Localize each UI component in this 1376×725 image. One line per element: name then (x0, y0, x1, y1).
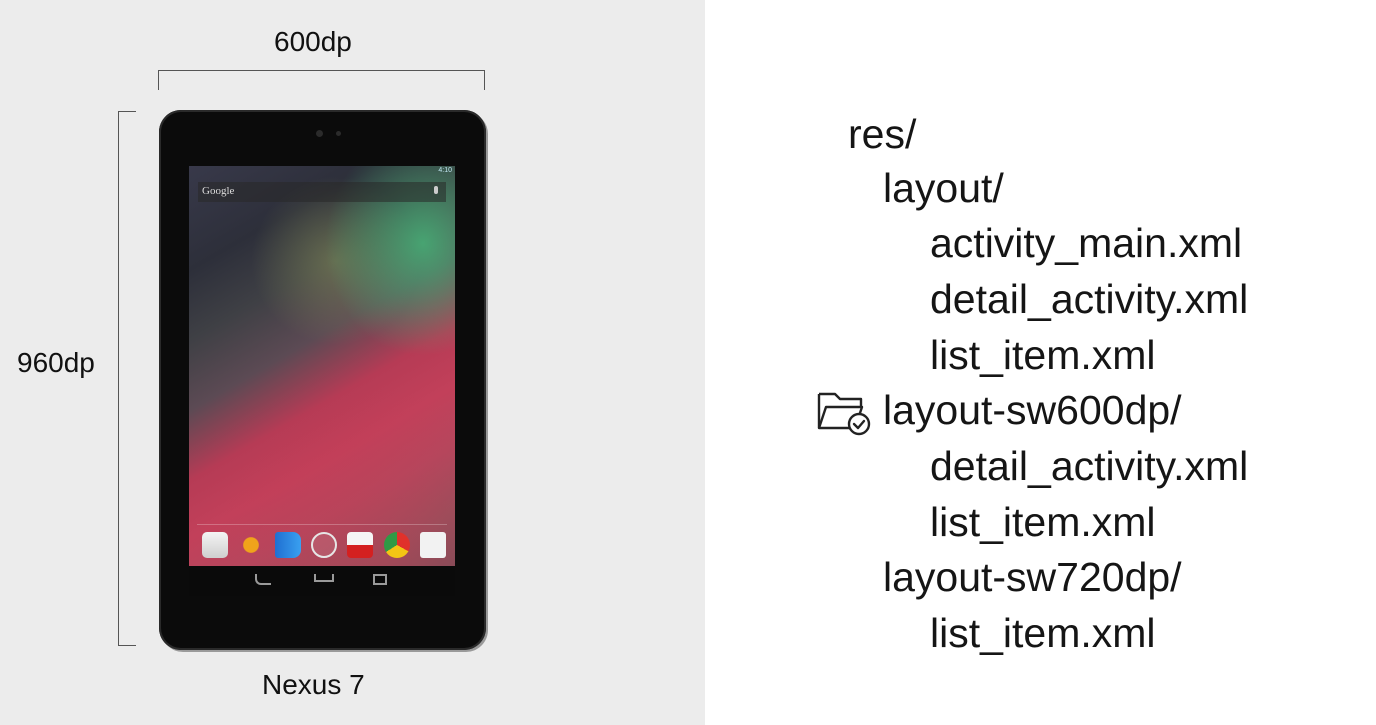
play-books-icon[interactable] (274, 532, 301, 558)
height-label: 960dp (17, 347, 95, 378)
tree-file: detail_activity.xml (930, 276, 1249, 322)
camera-icon (316, 130, 323, 137)
tree-file: list_item.xml (930, 610, 1156, 656)
dock-divider (197, 524, 447, 525)
tree-folder: layout/ (883, 165, 1004, 211)
play-store-icon[interactable] (202, 532, 228, 558)
youtube-icon[interactable] (347, 532, 374, 558)
google-logo: Google (202, 185, 235, 197)
tree-file: list_item.xml (930, 499, 1156, 545)
height-bracket (118, 111, 136, 646)
tree-folder: layout-sw600dp/ (883, 387, 1182, 433)
width-label: 600dp (274, 26, 352, 57)
tablet-screen: 4:10 Google (189, 166, 455, 596)
sensor-icon (336, 131, 341, 136)
status-time: 4:10 (438, 167, 452, 174)
tree-file: detail_activity.xml (930, 443, 1249, 489)
tree-root: res/ (848, 111, 917, 157)
play-music-icon[interactable] (238, 532, 265, 558)
navigation-bar (189, 566, 455, 596)
tree-file: activity_main.xml (930, 220, 1243, 266)
mic-icon[interactable] (434, 186, 438, 194)
status-bar: 4:10 (189, 166, 455, 178)
search-bar[interactable]: Google (198, 182, 446, 202)
back-icon[interactable] (255, 574, 271, 585)
app-drawer-icon[interactable] (310, 532, 337, 558)
device-panel: 600dp 960dp 4:10 Google Nexus 7 (0, 0, 705, 725)
chrome-icon[interactable] (383, 532, 410, 558)
tree-file: list_item.xml (930, 332, 1156, 378)
app-dock (202, 532, 446, 560)
home-icon[interactable] (314, 574, 334, 582)
wallpaper (189, 166, 455, 596)
folder-check-icon (817, 392, 871, 436)
device-name: Nexus 7 (262, 669, 365, 700)
recent-apps-icon[interactable] (373, 574, 387, 585)
width-bracket (158, 70, 485, 90)
tree-panel (705, 0, 1376, 725)
gmail-icon[interactable] (419, 532, 446, 558)
tree-folder: layout-sw720dp/ (883, 554, 1182, 600)
